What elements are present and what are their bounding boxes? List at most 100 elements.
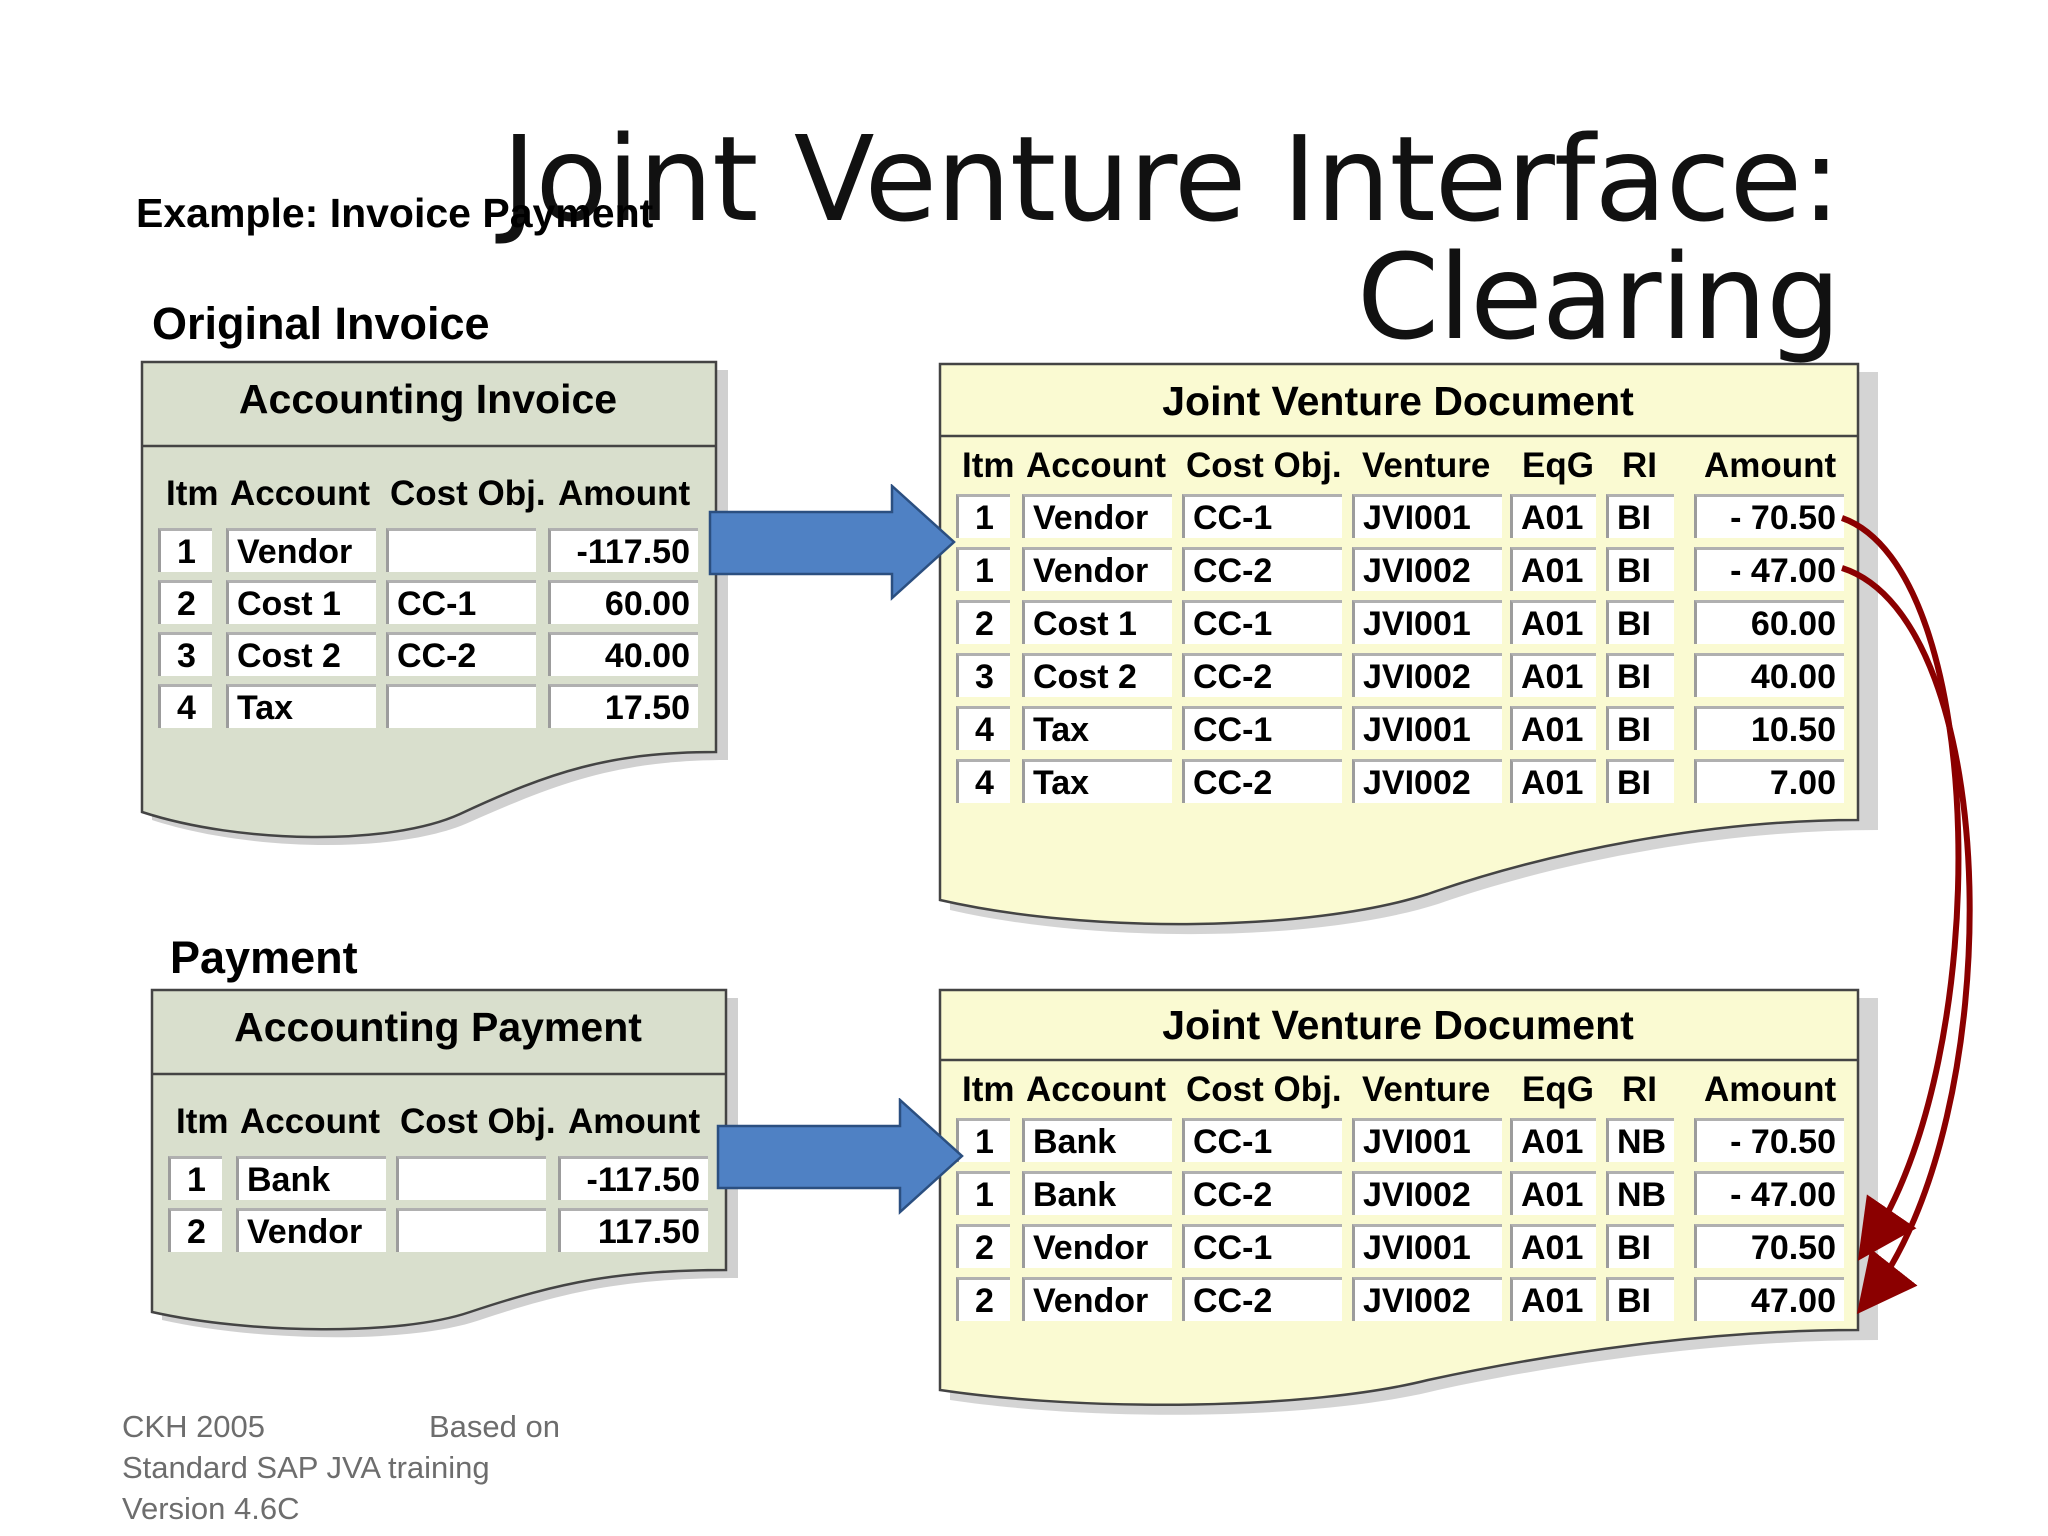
table-cell: Vendor xyxy=(1022,494,1172,538)
table-cell: Tax xyxy=(1022,759,1172,803)
table-cell: A01 xyxy=(1510,1277,1596,1321)
table-cell: 1 xyxy=(956,494,1010,538)
table-cell: BI xyxy=(1606,494,1674,538)
column-header: Account xyxy=(1026,1070,1166,1109)
table-cell: BI xyxy=(1606,547,1674,591)
column-header: Amount xyxy=(1704,1070,1837,1109)
column-header: EqG xyxy=(1522,446,1594,485)
table-cell: A01 xyxy=(1510,1118,1596,1162)
table-cell: 1 xyxy=(956,1171,1010,1215)
table-cell: Tax xyxy=(226,684,376,728)
table-cell: CC-1 xyxy=(386,580,536,624)
table-cell: JVI001 xyxy=(1352,1118,1502,1162)
slide-title: Joint Venture Interface: Clearing xyxy=(501,110,1841,366)
column-header: Itm xyxy=(962,1070,1015,1109)
table-cell: 70.50 xyxy=(1694,1224,1844,1268)
table-cell: A01 xyxy=(1510,759,1596,803)
table-cell: A01 xyxy=(1510,600,1596,644)
table-cell: CC-2 xyxy=(1182,1171,1342,1215)
table-cell: A01 xyxy=(1510,547,1596,591)
table-cell: 10.50 xyxy=(1694,706,1844,750)
table-cell: Tax xyxy=(1022,706,1172,750)
column-header: Account xyxy=(1026,446,1166,485)
table-cell: Cost 2 xyxy=(226,632,376,676)
payment-transfer-arrow xyxy=(716,1098,964,1215)
table-cell: JVI001 xyxy=(1352,600,1502,644)
table-cell: Bank xyxy=(236,1156,386,1200)
jv-document-payment-title: Joint Venture Document xyxy=(1162,1002,1634,1048)
column-header: Venture xyxy=(1362,1070,1491,1109)
table-cell: 117.50 xyxy=(558,1208,708,1252)
table-cell: CC-2 xyxy=(1182,547,1342,591)
table-cell: - 47.00 xyxy=(1694,547,1844,591)
table-cell: CC-1 xyxy=(1182,1224,1342,1268)
column-header: Itm xyxy=(176,1102,229,1141)
table-cell: JVI002 xyxy=(1352,1171,1502,1215)
column-header: Itm xyxy=(962,446,1015,485)
footer-line-2: Standard SAP JVA training xyxy=(122,1450,490,1485)
table-cell: A01 xyxy=(1510,1171,1596,1215)
table-cell: - 47.00 xyxy=(1694,1171,1844,1215)
table-cell: Vendor xyxy=(1022,1224,1172,1268)
table-cell: JVI002 xyxy=(1352,759,1502,803)
accounting-invoice-title: Accounting Invoice xyxy=(238,376,618,422)
table-cell: NB xyxy=(1606,1171,1674,1215)
table-cell: A01 xyxy=(1510,653,1596,697)
table-cell: Vendor xyxy=(226,528,376,572)
table-cell: CC-1 xyxy=(1182,600,1342,644)
table-cell: 1 xyxy=(158,528,212,572)
table-cell: CC-1 xyxy=(1182,1118,1342,1162)
table-cell: 1 xyxy=(168,1156,222,1200)
column-header: Cost Obj. xyxy=(390,474,546,513)
accounting-payment-title: Accounting Payment xyxy=(234,1004,642,1050)
section-label-original-invoice: Original Invoice xyxy=(152,298,490,349)
table-cell: -117.50 xyxy=(548,528,698,572)
table-cell: CC-2 xyxy=(386,632,536,676)
table-cell: Cost 1 xyxy=(1022,600,1172,644)
table-cell: BI xyxy=(1606,759,1674,803)
table-cell: A01 xyxy=(1510,706,1596,750)
table-cell: 4 xyxy=(158,684,212,728)
column-header: Cost Obj. xyxy=(1186,1070,1342,1109)
table-cell: 60.00 xyxy=(1694,600,1844,644)
column-header: Account xyxy=(230,474,370,513)
table-cell: JVI002 xyxy=(1352,1277,1502,1321)
table-cell: 3 xyxy=(956,653,1010,697)
table-cell: CC-2 xyxy=(1182,653,1342,697)
table-cell: CC-2 xyxy=(1182,759,1342,803)
table-cell: 1 xyxy=(956,547,1010,591)
column-header: Account xyxy=(240,1102,380,1141)
table-cell xyxy=(386,528,536,572)
table-cell: 17.50 xyxy=(548,684,698,728)
table-cell: 2 xyxy=(956,1224,1010,1268)
table-cell xyxy=(396,1156,546,1200)
table-cell: BI xyxy=(1606,1277,1674,1321)
table-cell: 3 xyxy=(158,632,212,676)
table-cell: - 70.50 xyxy=(1694,1118,1844,1162)
table-cell: 4 xyxy=(956,706,1010,750)
table-cell: 40.00 xyxy=(548,632,698,676)
invoice-transfer-arrow xyxy=(708,484,956,601)
footer-line-1: CKH 2005 xyxy=(122,1409,266,1444)
table-cell: Vendor xyxy=(1022,547,1172,591)
table-cell: A01 xyxy=(1510,494,1596,538)
table-cell xyxy=(386,684,536,728)
column-header: Amount xyxy=(558,474,691,513)
column-header: Amount xyxy=(1704,446,1837,485)
jv-document-invoice-title: Joint Venture Document xyxy=(1162,378,1634,424)
table-cell: 4 xyxy=(956,759,1010,803)
table-cell: Bank xyxy=(1022,1118,1172,1162)
table-cell: BI xyxy=(1606,653,1674,697)
column-header: Cost Obj. xyxy=(1186,446,1342,485)
table-cell xyxy=(396,1208,546,1252)
column-header: RI xyxy=(1622,1070,1657,1109)
column-header: Amount xyxy=(568,1102,701,1141)
table-cell: JVI001 xyxy=(1352,494,1502,538)
table-cell: 1 xyxy=(956,1118,1010,1162)
footer: CKH 2005 Based on Standard SAP JVA train… xyxy=(122,1406,560,1529)
table-cell: 2 xyxy=(168,1208,222,1252)
table-cell: 2 xyxy=(956,600,1010,644)
section-label-payment: Payment xyxy=(170,932,358,983)
table-cell: 7.00 xyxy=(1694,759,1844,803)
